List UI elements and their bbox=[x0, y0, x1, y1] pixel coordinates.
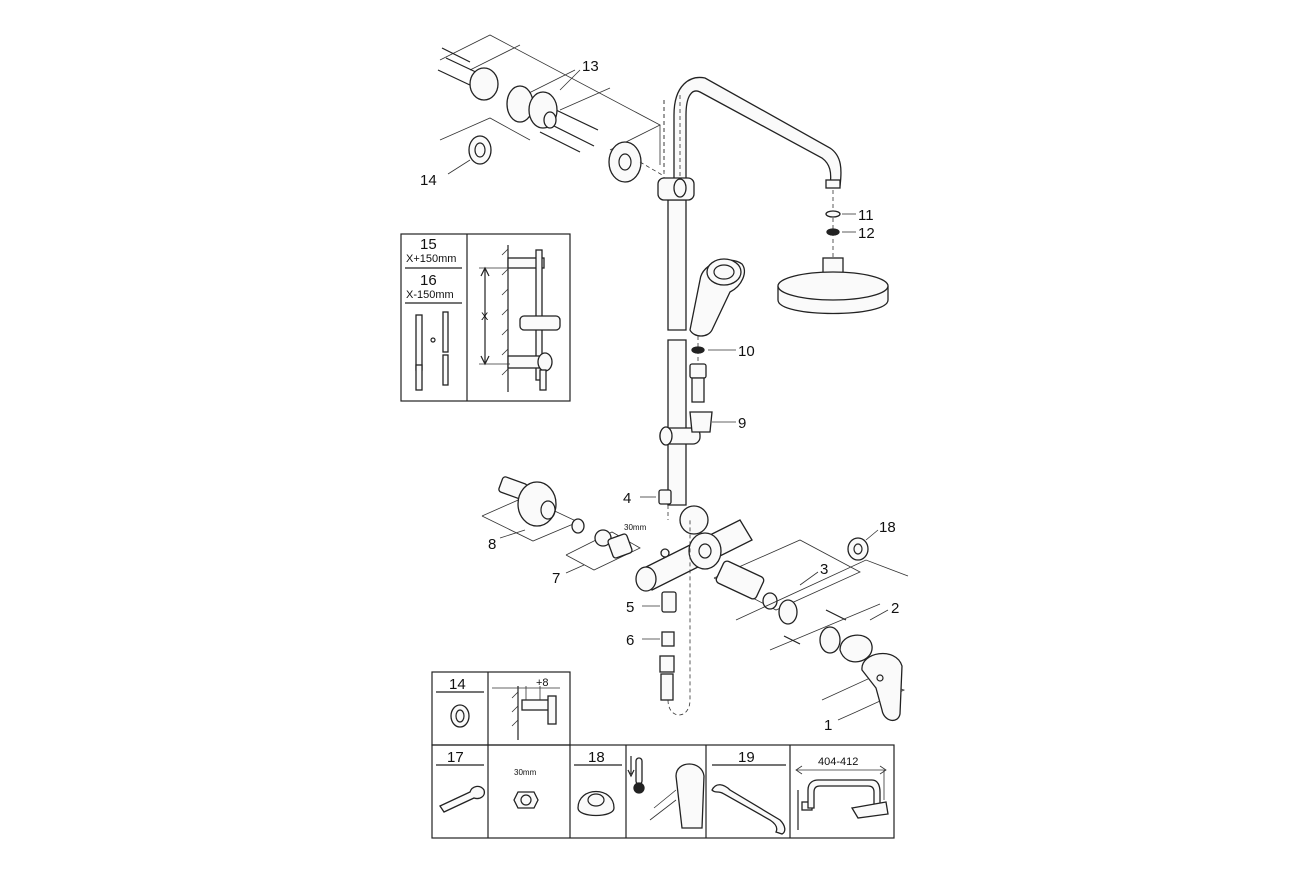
callout-4: 4 bbox=[623, 490, 631, 507]
washer-12 bbox=[826, 228, 840, 236]
connector-rosette bbox=[517, 481, 557, 527]
callout-5: 5 bbox=[626, 599, 634, 616]
callout-8: 8 bbox=[488, 536, 496, 553]
inset-riser-length: 15 X+150mm 16 X-150mm X bbox=[400, 233, 571, 402]
riser-pipe bbox=[657, 76, 842, 520]
spacer-ring-icon bbox=[450, 704, 470, 728]
cap-icon bbox=[577, 791, 615, 817]
mounting-screws bbox=[437, 47, 599, 153]
callout-18: 18 bbox=[879, 519, 896, 536]
washer-8 bbox=[571, 518, 585, 534]
cover-rosette bbox=[608, 141, 642, 183]
inset-label-15: 15 bbox=[420, 236, 437, 253]
hand-shower: 10 bbox=[689, 258, 755, 403]
washer-11 bbox=[825, 210, 841, 218]
washer-10 bbox=[691, 346, 705, 354]
callout-3: 3 bbox=[820, 561, 828, 578]
dimension-x-label: X bbox=[481, 311, 489, 323]
table-30mm: 30mm bbox=[514, 768, 537, 777]
nut-icon bbox=[513, 791, 539, 809]
callout-10: 10 bbox=[738, 343, 755, 360]
inset-label-16: 16 bbox=[420, 272, 437, 289]
lever-icon bbox=[675, 763, 705, 829]
overhead-shower: 11 12 bbox=[777, 190, 889, 315]
note-30mm: 30mm bbox=[624, 523, 647, 532]
callout-13: 13 bbox=[582, 58, 599, 75]
table-plus8: +8 bbox=[536, 677, 549, 689]
shower-arm-icon bbox=[711, 784, 786, 835]
wrench-icon bbox=[439, 785, 486, 813]
table-dimension: 404-412 bbox=[818, 756, 858, 768]
callout-1: 1 bbox=[824, 717, 832, 734]
callout-9: 9 bbox=[738, 415, 746, 432]
callout-14: 14 bbox=[420, 172, 437, 189]
inset-text-16: X-150mm bbox=[406, 289, 454, 301]
table-label-17: 17 bbox=[447, 749, 464, 766]
thermostat-mixer: 8 30mm 7 4 5 6 3 bbox=[481, 476, 909, 734]
callout-7: 7 bbox=[552, 570, 560, 587]
callout-12: 12 bbox=[858, 225, 875, 242]
slider-holder: 9 bbox=[659, 411, 746, 446]
wall-plate bbox=[469, 67, 499, 101]
table-label-14: 14 bbox=[449, 676, 466, 693]
thermometer-icon bbox=[635, 757, 643, 785]
spacer-ring bbox=[468, 135, 492, 165]
inset-text-15: X+150mm bbox=[406, 253, 456, 265]
table-label-19: 19 bbox=[738, 749, 755, 766]
callout-6: 6 bbox=[626, 632, 634, 649]
callout-11: 11 bbox=[858, 207, 874, 224]
table-label-18: 18 bbox=[588, 749, 605, 766]
inset-accessories-table: 14 +8 17 18 19 30mm bbox=[431, 671, 895, 839]
wall-bracket-group: 14 13 bbox=[420, 34, 665, 189]
callout-2: 2 bbox=[891, 600, 899, 617]
